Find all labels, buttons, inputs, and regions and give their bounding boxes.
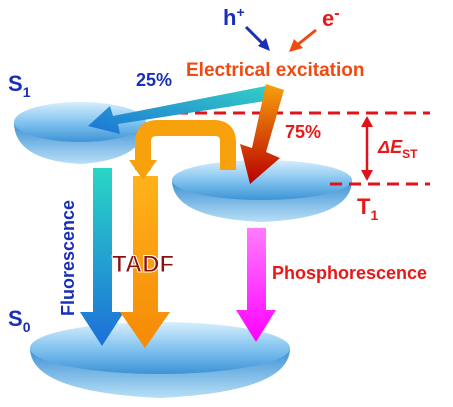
electron-label: e- xyxy=(322,5,340,31)
delta-est-label: ΔEST xyxy=(377,137,418,161)
hole-label: h+ xyxy=(223,4,245,30)
electron-arrow xyxy=(289,28,317,52)
s1-level-disk xyxy=(14,102,146,164)
delta-est-arrow xyxy=(361,116,373,181)
phosphorescence-arrow xyxy=(236,228,276,342)
s0-label: S0 xyxy=(8,306,31,335)
s1-label: S1 xyxy=(8,71,31,100)
phosphorescence-label: Phosphorescence xyxy=(272,263,427,283)
fluorescence-label: Fluorescence xyxy=(58,200,78,316)
t1-label: T1 xyxy=(357,194,378,223)
tadf-label: TADF xyxy=(112,251,174,278)
fluorescence-arrow xyxy=(80,168,124,346)
hole-arrow xyxy=(244,25,270,51)
triplet-fraction-label: 75% xyxy=(285,122,321,142)
triplet-excitation-arrow xyxy=(240,84,284,184)
excitation-label: Electrical excitation xyxy=(186,60,364,81)
t1-level-disk xyxy=(172,160,352,222)
singlet-fraction-label: 25% xyxy=(136,70,172,90)
tadf-arrow xyxy=(120,176,170,348)
singlet-excitation-arrow xyxy=(88,86,272,134)
risc-curved-arrow xyxy=(129,120,236,180)
